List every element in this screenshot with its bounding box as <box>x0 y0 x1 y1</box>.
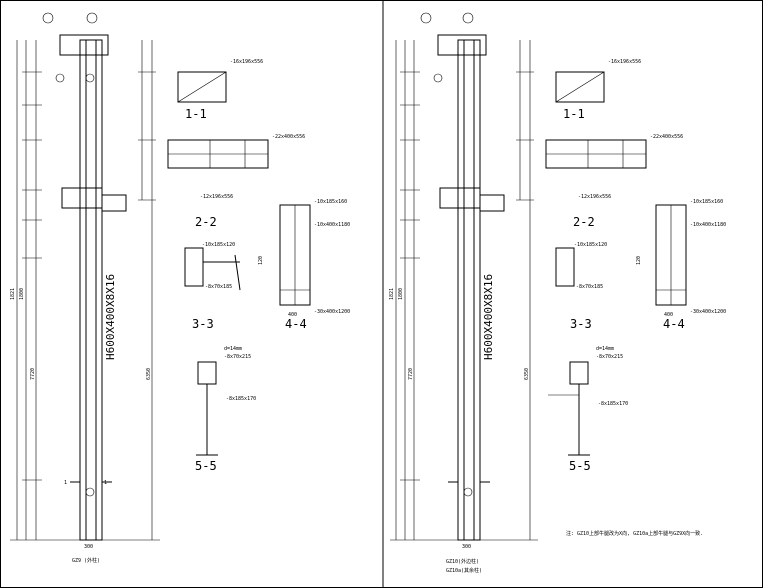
section-3-3-view <box>184 247 204 287</box>
section-title: 4-4 <box>663 317 685 331</box>
dim-text: 1800 <box>19 288 25 300</box>
dim-text: -10x185x160 <box>314 199 347 205</box>
dim-text: -8x70x215 <box>224 354 251 360</box>
right-panel: H600X400X8X16 1821 1800 7720 6350 300 GZ… <box>389 12 726 574</box>
callout-circle <box>433 73 443 83</box>
dim-text: -8x70x215 <box>596 354 623 360</box>
callout-circle <box>42 12 54 24</box>
section-title: 5-5 <box>195 459 217 473</box>
dim-ticks <box>400 71 534 481</box>
column-body <box>79 39 103 541</box>
dim-text: 120 <box>258 256 264 265</box>
dim-text: -8x185x170 <box>226 396 256 402</box>
note-text: 注: GZ10上部牛腿改为X向, GZ10a上部牛腿与GZ9X向一致. <box>566 530 703 537</box>
dim-text: -10x400x1180 <box>314 222 350 228</box>
dim-text: -8x70x185 <box>576 284 603 290</box>
dim-ticks <box>22 71 156 481</box>
dim-text: -30x400x1200 <box>690 309 726 315</box>
dim-text: 7720 <box>30 368 36 380</box>
dim-text: 400 <box>288 312 297 318</box>
dim-text: -10x185x120 <box>202 242 235 248</box>
bracket <box>479 194 505 212</box>
dim-text: d=14mm <box>596 346 614 352</box>
dim-text: -8x185x170 <box>598 401 628 407</box>
dim-text: d=14mm <box>224 346 242 352</box>
section-title: 3-3 <box>192 317 214 331</box>
dim-text: 300 <box>84 544 93 550</box>
base-label: GZ10(外边柱) <box>446 558 479 565</box>
dim-text: -8x70x185 <box>205 284 232 290</box>
dim-text: -12x196x556 <box>578 194 611 200</box>
section-title: 4-4 <box>285 317 307 331</box>
left-panel: 1 1 H600X400X8X16 1821 1800 7720 6350 30… <box>10 12 350 564</box>
dim-text: 1821 <box>10 288 16 300</box>
dim-text: 6350 <box>146 368 152 380</box>
dim-text: 300 <box>462 544 471 550</box>
section-title: 2-2 <box>195 215 217 229</box>
callout-circle <box>420 12 432 24</box>
cut-label: 1 <box>104 480 107 486</box>
callout-circle <box>55 73 65 83</box>
base-label: GZ9 (外柱) <box>72 557 100 564</box>
section-3-3-view <box>555 247 575 287</box>
section-title: 5-5 <box>569 459 591 473</box>
section-title: 1-1 <box>563 107 585 121</box>
section-1-1-plate <box>555 71 605 103</box>
dim-text: 1800 <box>398 288 404 300</box>
section-title: 3-3 <box>570 317 592 331</box>
dim-text: 6350 <box>524 368 530 380</box>
section-title: 1-1 <box>185 107 207 121</box>
section-5-5-plate <box>197 361 217 385</box>
dim-text: -10x400x1180 <box>690 222 726 228</box>
top-node <box>59 34 109 56</box>
dim-text: 120 <box>636 256 642 265</box>
callout-circle <box>85 487 95 497</box>
dim-text: 7720 <box>408 368 414 380</box>
callout-circle <box>463 487 473 497</box>
dim-text: -22x400x556 <box>272 134 305 140</box>
callout-circle <box>85 73 95 83</box>
dim-text: -10x185x120 <box>574 242 607 248</box>
dim-text: -30x400x1200 <box>314 309 350 315</box>
section-5-5-plate <box>569 361 589 385</box>
dim-text: -12x196x556 <box>200 194 233 200</box>
dim-text: -16x196x556 <box>230 59 263 65</box>
dim-text: -10x185x160 <box>690 199 723 205</box>
section-title: 2-2 <box>573 215 595 229</box>
top-node <box>437 34 487 56</box>
column-body <box>457 39 481 541</box>
bracket <box>101 194 127 212</box>
column-label: H600X400X8X16 <box>482 274 495 360</box>
callout-circle <box>86 12 98 24</box>
base-label: GZ10a(其余柱) <box>446 567 482 574</box>
dim-text: -22x400x556 <box>650 134 683 140</box>
dim-text: -16x196x556 <box>608 59 641 65</box>
dim-text: 400 <box>664 312 673 318</box>
column-label: H600X400X8X16 <box>104 274 117 360</box>
callout-circle <box>462 12 474 24</box>
dim-text: 1821 <box>389 288 395 300</box>
cut-label: 1 <box>64 480 67 486</box>
section-1-1-plate <box>177 71 227 103</box>
